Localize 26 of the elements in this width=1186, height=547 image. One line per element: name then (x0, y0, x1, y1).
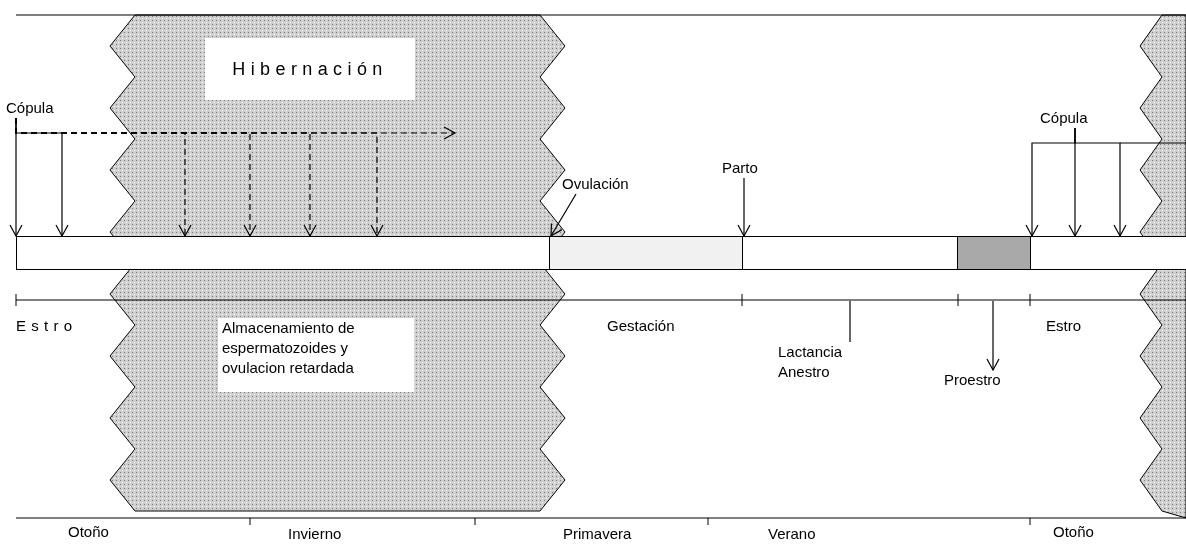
text-label: Estro (1046, 316, 1081, 336)
text-box: Hibernación (205, 38, 415, 100)
timeline-bar-segment (742, 236, 958, 270)
text-label: Gestación (607, 316, 675, 336)
arrow (986, 300, 1000, 371)
node-label: Cópula (1040, 108, 1110, 128)
text-label: Primavera (563, 524, 632, 544)
text-label: Estro (16, 316, 78, 336)
node-label: Proestro (944, 370, 1024, 390)
arrow (550, 193, 577, 237)
text-label: Otoño (68, 522, 109, 542)
node-label: Parto (722, 158, 772, 178)
node-label: Ovulación (562, 174, 652, 194)
arrow (737, 177, 751, 237)
timeline-bar-segment (958, 236, 1030, 270)
text-label: Verano (768, 524, 816, 544)
arrow (1074, 127, 1127, 237)
text-box: Almacenamiento de espermatozoides y ovulacion retardada (218, 318, 414, 392)
leader-line (849, 300, 851, 343)
timeline-bar-segment (16, 236, 550, 270)
text-label: Invierno (288, 524, 342, 544)
node-label: Lactancia Anestro (778, 342, 874, 386)
timeline-bar-segment (1030, 236, 1186, 270)
timeline-bar-segment (550, 236, 742, 270)
node-label: Cópula (6, 98, 66, 118)
text-label: Otoño (1053, 522, 1094, 542)
